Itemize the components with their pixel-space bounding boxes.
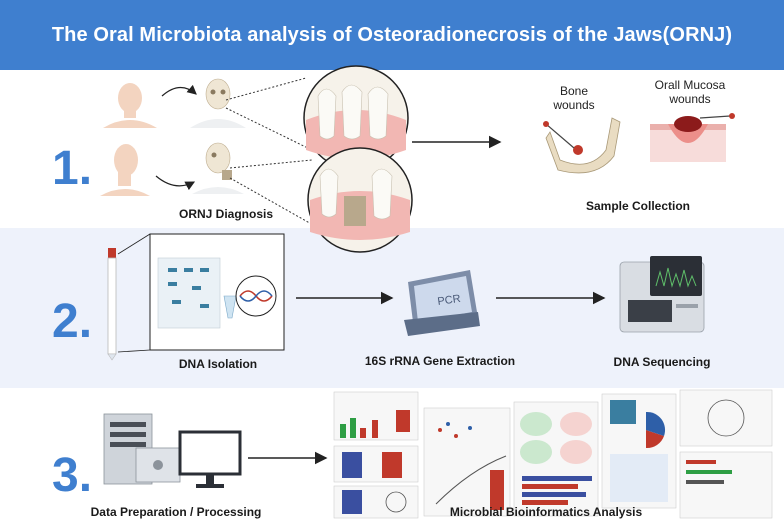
computer-tower-icon bbox=[103, 413, 181, 485]
dna-sequencer-icon bbox=[619, 256, 705, 333]
skull-side-icon bbox=[192, 142, 244, 194]
step-2-number: 2. bbox=[52, 295, 93, 348]
mucosa-wound-icon bbox=[650, 113, 735, 162]
step-1-number: 1. bbox=[52, 142, 93, 195]
microbial-bioinformatics-label: Microbial Bioinformatics Analysis bbox=[449, 505, 643, 519]
skull-front-icon bbox=[190, 78, 246, 128]
step-3-number: 3. bbox=[52, 449, 93, 502]
pcr-label: PCR bbox=[437, 293, 462, 308]
healthy-teeth-icon bbox=[303, 65, 409, 171]
patient-front-icon bbox=[103, 83, 157, 128]
oral-mucosa-wounds-label: Orall Mucosa wounds bbox=[654, 78, 726, 106]
bone-wounds-label: Bone wounds bbox=[553, 84, 595, 112]
monitor-icon bbox=[178, 430, 242, 488]
gel-panel bbox=[149, 233, 285, 351]
ornj-diagnosis-label: ORNJ Diagnosis bbox=[178, 207, 274, 221]
16s-rrna-extraction-label: 16S rRNA Gene Extraction bbox=[364, 354, 516, 368]
page-title: The Oral Microbiota analysis of Osteorad… bbox=[51, 23, 733, 46]
patient-side-icon bbox=[100, 144, 150, 196]
jaw-bone-icon bbox=[543, 117, 621, 174]
necrotic-teeth-icon bbox=[307, 147, 413, 253]
dna-isolation-label: DNA Isolation bbox=[178, 357, 258, 371]
bioinformatics-plots bbox=[333, 389, 773, 519]
title-banner: The Oral Microbiota analysis of Osteorad… bbox=[0, 0, 784, 70]
dna-sequencing-label: DNA Sequencing bbox=[613, 355, 711, 369]
data-preparation-label: Data Preparation / Processing bbox=[90, 505, 262, 519]
test-tube-icon bbox=[107, 248, 117, 361]
pcr-machine-icon bbox=[404, 270, 480, 336]
sample-collection-label: Sample Collection bbox=[585, 199, 691, 213]
